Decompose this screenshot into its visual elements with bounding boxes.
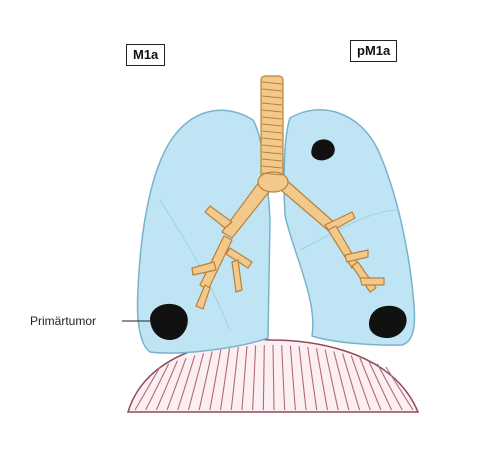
- primary-tumor-label: Primärtumor: [30, 314, 96, 328]
- label-m1a: M1a: [126, 44, 165, 66]
- right-branch-c: [360, 278, 384, 285]
- carina: [258, 172, 288, 192]
- label-pm1a: pM1a: [350, 40, 397, 62]
